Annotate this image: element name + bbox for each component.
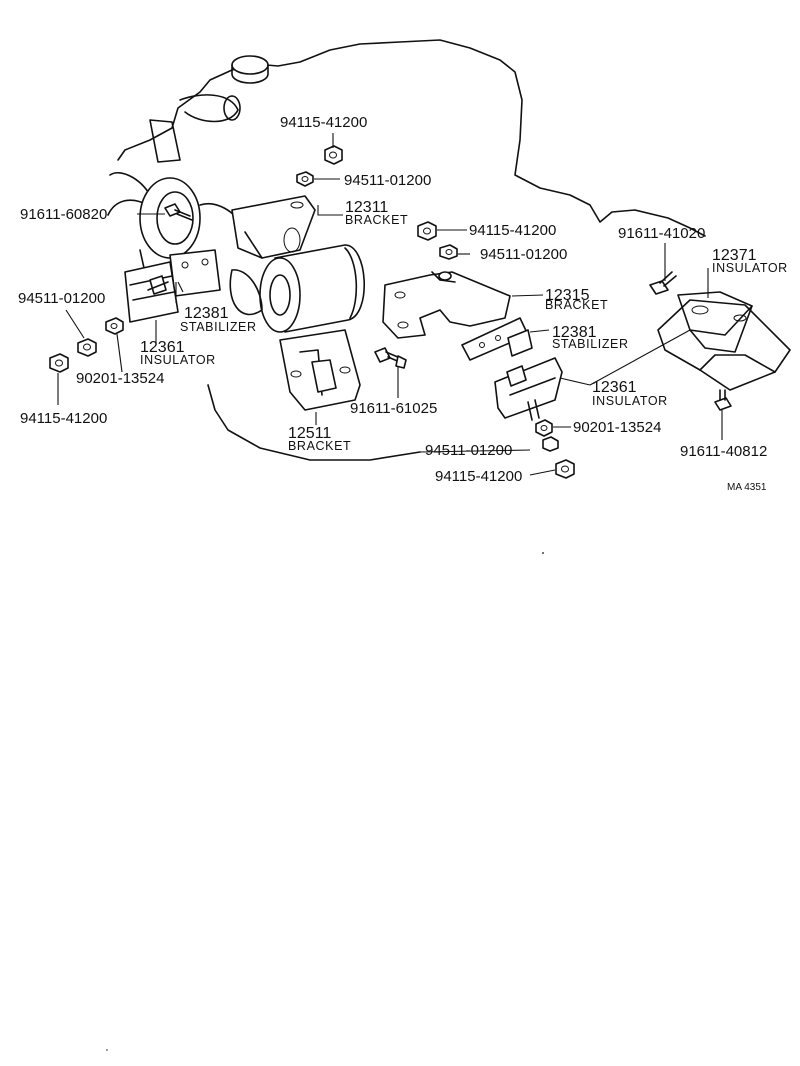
label-12361-left-word: INSULATOR xyxy=(140,353,216,367)
label-94115-41200-left: 94115-41200 xyxy=(20,410,107,427)
label-91611-60820: 91611-60820 xyxy=(20,206,107,223)
label-12381-left-word: STABILIZER xyxy=(180,320,257,334)
label-94511-01200-left: 94511-01200 xyxy=(18,290,105,307)
reference-code: MA 4351 xyxy=(727,482,767,493)
label-12361-left: 12361 xyxy=(140,339,185,356)
label-91611-40812: 91611-40812 xyxy=(680,443,767,460)
right-stabilizer-part xyxy=(461,317,533,361)
leader-lines xyxy=(57,133,723,476)
label-12361-right-word: INSULATOR xyxy=(592,394,668,408)
left-stabilizer-part xyxy=(169,249,221,297)
fastener-nuts xyxy=(49,145,732,479)
label-12315-word: BRACKET xyxy=(545,298,608,312)
label-91611-61025: 91611-61025 xyxy=(350,400,437,417)
label-94511-01200-bottom: 94511-01200 xyxy=(425,442,512,459)
scan-speck xyxy=(542,552,544,554)
label-94511-01200-mid: 94511-01200 xyxy=(480,246,567,263)
label-91611-41020: 91611-41020 xyxy=(618,225,705,242)
label-94115-41200-bottom: 94115-41200 xyxy=(435,468,522,485)
engine-block-outline xyxy=(117,39,706,461)
label-12381-right: 12381 xyxy=(552,324,597,341)
label-90201-13524-right: 90201-13524 xyxy=(573,419,661,436)
label-90201-13524-left: 90201-13524 xyxy=(76,370,164,387)
left-insulator-part xyxy=(124,261,179,323)
far-right-insulator-part xyxy=(657,291,791,391)
lower-bracket-part xyxy=(279,329,361,411)
right-bracket-part xyxy=(382,271,511,339)
label-12371-word: INSULATOR xyxy=(712,261,788,275)
part-labels: 94115-41200 94511-01200 91611-60820 1231… xyxy=(18,114,788,493)
center-bracket-part xyxy=(231,195,316,259)
label-94115-41200-top: 94115-41200 xyxy=(280,114,367,131)
label-12315: 12315 xyxy=(545,287,590,304)
label-12511-word: BRACKET xyxy=(288,439,351,453)
right-insulator-part xyxy=(494,357,563,421)
center-cylinder-part xyxy=(229,244,366,333)
label-12381-left: 12381 xyxy=(184,305,229,322)
label-12361-right: 12361 xyxy=(592,379,637,396)
label-12371: 12371 xyxy=(712,247,757,264)
scan-speck xyxy=(106,1049,108,1051)
label-12311-word: BRACKET xyxy=(345,213,408,227)
label-12511: 12511 xyxy=(288,425,331,442)
label-94115-41200-mid: 94115-41200 xyxy=(469,222,556,239)
label-12381-right-word: STABILIZER xyxy=(552,337,629,351)
label-12311: 12311 xyxy=(345,199,388,216)
label-94511-01200-top: 94511-01200 xyxy=(344,172,431,189)
